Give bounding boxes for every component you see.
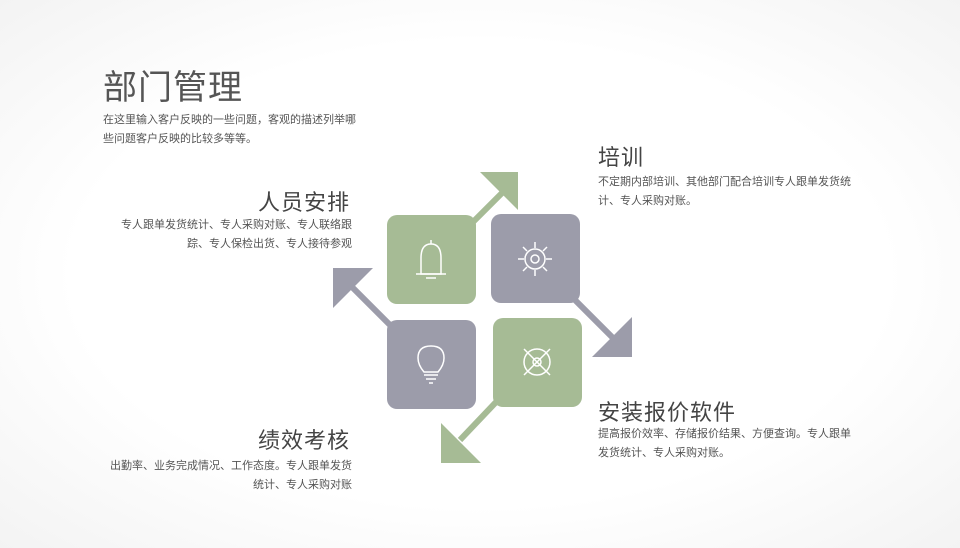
training-text: 不定期内部培训、其他部门配合培训专人跟单发货统计、专人采购对账。	[598, 175, 851, 207]
square-top-right	[491, 214, 580, 303]
bell-icon	[416, 240, 446, 279]
square-top-left	[387, 215, 476, 304]
lightbulb-icon	[417, 345, 445, 384]
performance-text: 出勤率、业务完成情况、工作态度。专人跟单发货统计、专人采购对账	[110, 459, 352, 491]
arrow-top-left	[333, 268, 393, 328]
software-heading: 安装报价软件	[598, 401, 737, 426]
intro-text: 在这里输入客户反映的一些问题，客观的描述列举哪些问题客户反映的比较多等等。	[103, 113, 356, 145]
square-bottom-left	[387, 320, 476, 409]
arrow-bottom-left	[441, 397, 501, 463]
staffing-text: 专人跟单发货统计、专人采购对账、专人联络跟踪、专人保检出货、专人接待参观	[121, 218, 352, 250]
performance-heading: 绩效考核	[257, 429, 350, 454]
training-heading: 培训	[598, 146, 645, 171]
staffing-heading: 人员安排	[257, 191, 350, 216]
arrow-bottom-right	[572, 297, 632, 357]
gear-icon	[518, 242, 552, 276]
target-icon	[523, 348, 551, 376]
arrow-top-right	[467, 172, 518, 228]
page-title: 部门管理	[103, 68, 243, 108]
software-text: 提高报价效率、存储报价结果、方便查询。专人跟单发货统计、专人采购对账。	[598, 427, 851, 459]
